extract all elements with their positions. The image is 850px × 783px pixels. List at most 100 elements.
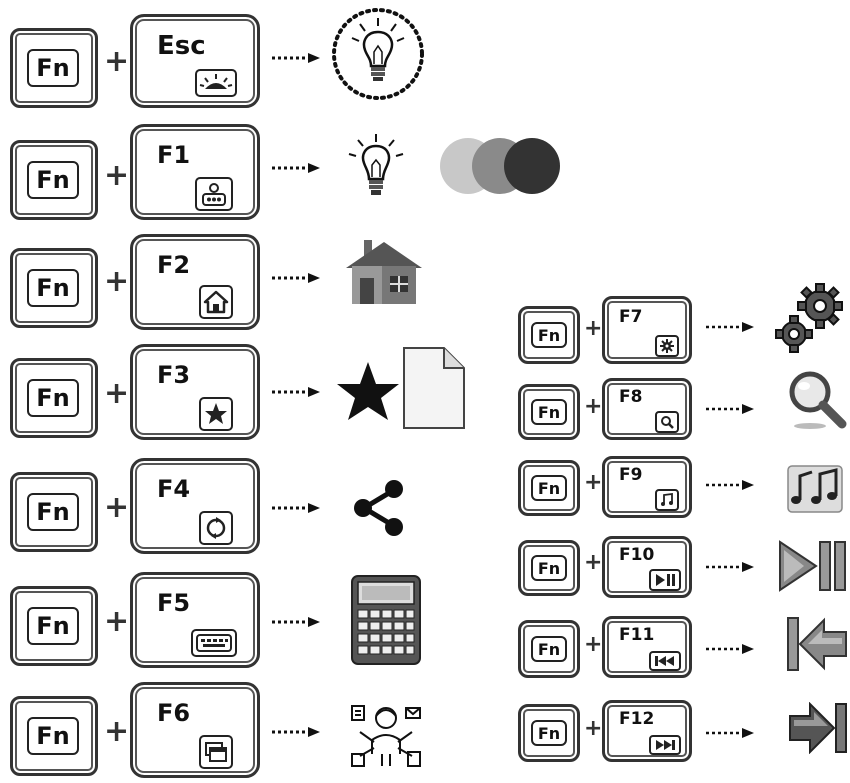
previous-track-icon	[649, 651, 681, 671]
f11-key-label: F11	[619, 625, 655, 645]
home-icon	[199, 285, 233, 319]
fn-key[interactable]: Fn	[10, 28, 98, 108]
esc-key-label: Esc	[157, 31, 206, 61]
plus-sign: +	[104, 714, 130, 749]
fn-key-label: Fn	[27, 379, 79, 417]
f5-key-label: F5	[157, 589, 191, 617]
settings-icon	[655, 335, 679, 357]
f10-key[interactable]: F10	[602, 536, 692, 598]
music-icon	[655, 489, 679, 511]
f12-key[interactable]: F12	[602, 700, 692, 762]
fn-key[interactable]: Fn	[10, 140, 98, 220]
fn-key[interactable]: Fn	[518, 540, 580, 596]
multitask-icon	[351, 705, 421, 767]
fn-key[interactable]: Fn	[518, 306, 580, 364]
fn-key-label: Fn	[27, 717, 79, 755]
play-pause-icon	[649, 569, 681, 591]
plus-sign: +	[104, 376, 130, 411]
calculator-key-icon	[191, 629, 237, 657]
play-pause-big-icon	[779, 540, 846, 592]
house-icon	[346, 240, 422, 304]
fn-key[interactable]: Fn	[10, 696, 98, 776]
fn-key[interactable]: Fn	[518, 620, 580, 678]
fn-key-label: Fn	[531, 636, 567, 662]
f6-key[interactable]: F6	[130, 682, 260, 778]
music-notes-icon	[787, 465, 843, 513]
f10-key-label: F10	[619, 545, 655, 565]
f4-key-label: F4	[157, 475, 191, 503]
arrow-icon	[706, 322, 754, 332]
f12-key-label: F12	[619, 709, 655, 729]
fn-key-label: Fn	[531, 555, 567, 581]
arrow-icon	[706, 480, 754, 490]
arrow-icon	[272, 53, 320, 63]
search-icon	[655, 411, 679, 433]
f9-key[interactable]: F9	[602, 456, 692, 518]
fn-key[interactable]: Fn	[10, 586, 98, 666]
f6-key-label: F6	[157, 699, 191, 727]
plus-sign: +	[104, 264, 130, 299]
backlight-icon	[195, 69, 237, 97]
plus-sign: +	[104, 158, 130, 193]
f5-key[interactable]: F5	[130, 572, 260, 668]
share-icon	[354, 480, 403, 536]
f3-key-label: F3	[157, 361, 191, 389]
arrow-icon	[272, 387, 320, 397]
color-modes-icon	[440, 138, 560, 194]
fn-key-label: Fn	[531, 399, 567, 425]
arrow-icon	[272, 273, 320, 283]
f1-key[interactable]: F1	[130, 124, 260, 220]
backlight-mode-icon	[195, 177, 233, 211]
f8-key-label: F8	[619, 387, 643, 407]
plus-sign: +	[584, 716, 603, 741]
arrow-icon	[706, 728, 754, 738]
fn-key-label: Fn	[531, 322, 567, 348]
plus-sign: +	[584, 632, 603, 657]
fn-key[interactable]: Fn	[518, 704, 580, 762]
f7-key-label: F7	[619, 307, 643, 327]
fn-key-label: Fn	[27, 269, 79, 307]
next-arrow-icon	[789, 702, 847, 754]
fn-key[interactable]: Fn	[10, 248, 98, 328]
fn-key[interactable]: Fn	[518, 460, 580, 516]
f8-key[interactable]: F8	[602, 378, 692, 440]
f2-key-label: F2	[157, 251, 191, 279]
arrow-icon	[272, 163, 320, 173]
esc-key[interactable]: Esc	[130, 14, 260, 108]
arrow-icon	[272, 727, 320, 737]
arrow-icon	[272, 617, 320, 627]
plus-sign: +	[584, 394, 603, 419]
magnifier-icon	[789, 371, 847, 429]
fn-key-label: Fn	[27, 607, 79, 645]
fn-key-label: Fn	[531, 475, 567, 501]
fn-key-label: Fn	[531, 720, 567, 746]
plus-sign: +	[584, 470, 603, 495]
fn-key[interactable]: Fn	[518, 384, 580, 440]
next-track-icon	[649, 735, 681, 755]
f9-key-label: F9	[619, 465, 643, 485]
plus-sign: +	[104, 604, 130, 639]
arrow-icon	[706, 644, 754, 654]
arrow-icon	[706, 562, 754, 572]
favorites-document-icon	[337, 347, 465, 429]
fn-key-label: Fn	[27, 493, 79, 531]
f1-key-label: F1	[157, 141, 191, 169]
f4-key[interactable]: F4	[130, 458, 260, 554]
f7-key[interactable]: F7	[602, 296, 692, 364]
light-bulb-icon	[348, 134, 404, 195]
f2-key[interactable]: F2	[130, 234, 260, 330]
calculator-icon	[351, 575, 421, 665]
arrow-icon	[272, 503, 320, 513]
star-icon	[199, 397, 233, 431]
f11-key[interactable]: F11	[602, 616, 692, 678]
window-icon	[199, 735, 233, 769]
plus-sign: +	[584, 550, 603, 575]
refresh-icon	[199, 511, 233, 545]
fn-key-label: Fn	[27, 161, 79, 199]
previous-arrow-icon	[787, 617, 847, 671]
fn-key[interactable]: Fn	[10, 472, 98, 552]
arrow-icon	[706, 404, 754, 414]
fn-key[interactable]: Fn	[10, 358, 98, 438]
fn-key-label: Fn	[27, 49, 79, 87]
f3-key[interactable]: F3	[130, 344, 260, 440]
